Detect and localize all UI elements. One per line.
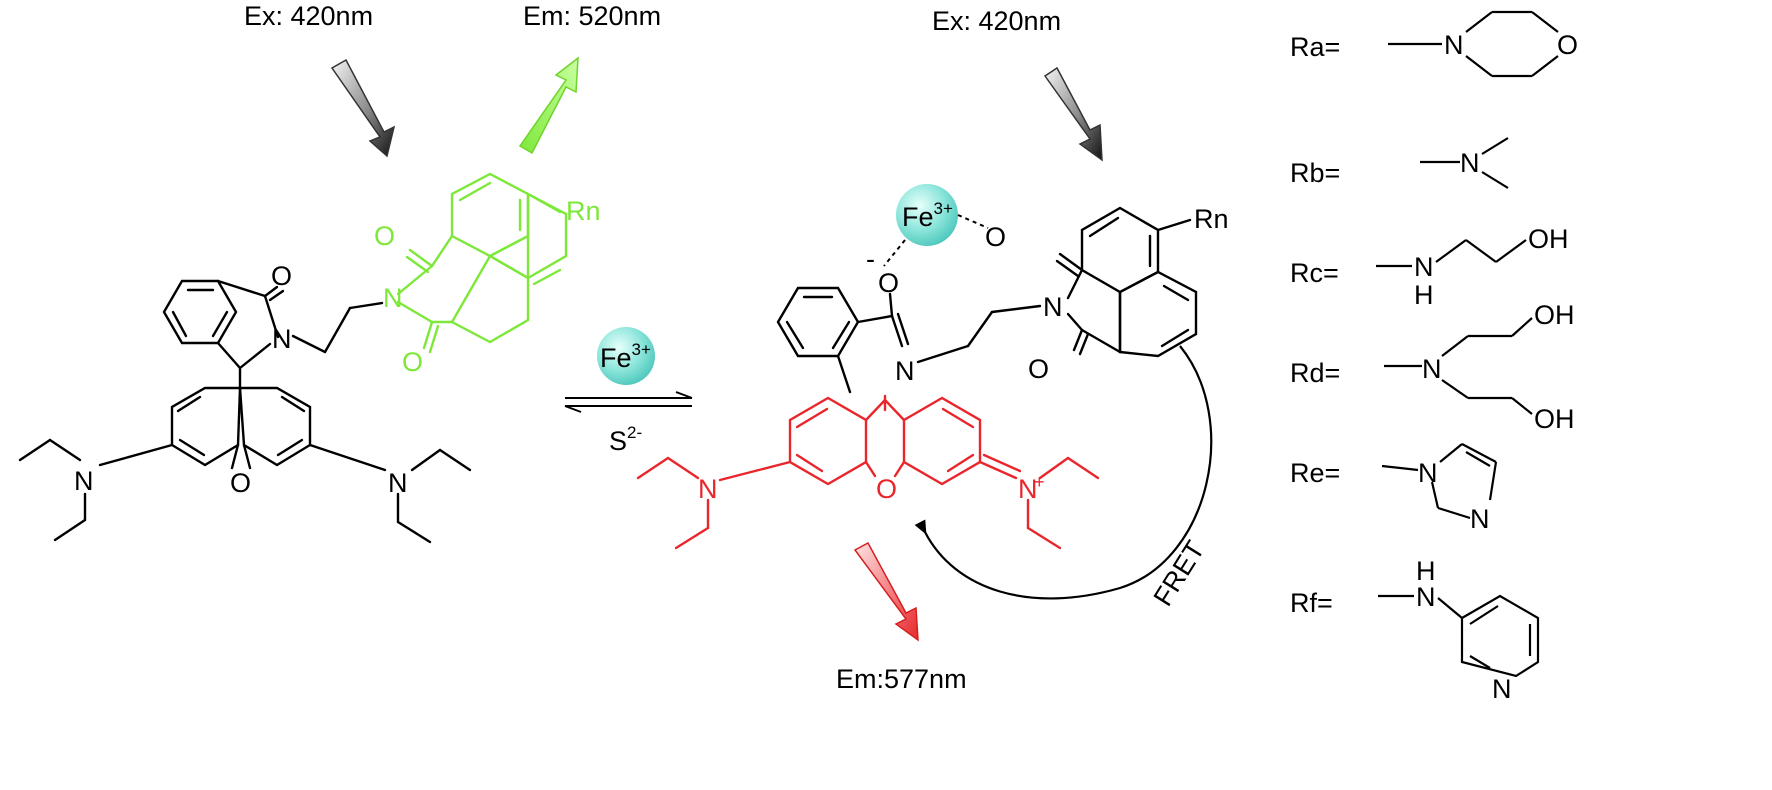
lactam-carbonyl-oxygen: O [271,261,292,291]
forward-reagent-symbol: Fe3+ [600,340,651,373]
naphthalimide-left [396,172,568,354]
naphthalimide-right-rn: Rn [1194,204,1229,234]
pyridinylamino-nitrogen: N [1416,582,1436,612]
dimethylamino-nitrogen: N [1460,148,1480,178]
bis-hydroxyethylamino-hydroxyl-lower: OH [1534,404,1575,434]
morpholino-oxygen: O [1557,30,1578,60]
bound-iron-ion: Fe3+ [896,184,958,246]
naphthalimide-left-upper-oxygen: O [374,221,395,251]
substituent-label-rf: Rf= [1290,588,1333,618]
naphthalimide-left-lower-oxygen: O [402,347,423,377]
imine-nitrogen: N [895,356,915,386]
spirolactam-probe [18,279,472,544]
imidazolyl-nitrogen-3: N [1470,504,1490,534]
naphthalimide-right-lower-oxygen: O [1028,354,1049,384]
iminium-charge: + [1034,472,1045,492]
substituent-label-re: Re= [1290,458,1340,488]
reverse-reagent: S2- [609,423,642,456]
lactam-nitrogen: N [272,324,292,354]
excitation-arrow-right [1043,66,1103,162]
morpholino-structure [1388,10,1559,78]
pyridinylamino-structure [1378,594,1540,678]
equilibrium-arrows [564,391,693,413]
excitation-label-right: Ex: 420nm [932,6,1061,36]
right-amine-nitrogen: N [388,468,408,498]
hydroxyethylamino-nitrogen: N [1414,252,1434,282]
emission-arrow-green [518,56,579,155]
forward-reagent-ion: Fe3+ [597,327,655,385]
naphthalimide-left-nitrogen: N [383,283,403,313]
bound-iron-symbol: Fe3+ [902,199,953,232]
opened-probe-black-part [776,206,1198,394]
naphthalimide-right-nitrogen: N [1043,292,1063,322]
pyridinylamino-hydrogen: H [1416,556,1436,586]
emission-label-left: Em: 520nm [523,1,661,31]
emission-arrow-red [853,541,919,642]
left-amine-nitrogen: N [74,466,94,496]
imidazolyl-structure [1381,443,1498,520]
bis-hydroxyethylamino-structure [1384,317,1533,415]
iminium-nitrogen: N [1018,474,1038,504]
opened-left-amine-nitrogen: N [698,474,718,504]
coordination-bonds [883,214,989,267]
pyridine-nitrogen: N [1492,674,1512,704]
fret-arrow [914,345,1213,600]
substituent-label-ra: Ra= [1290,32,1340,62]
amidate-oxygen: O [878,268,899,298]
substituent-label-rb: Rb= [1290,158,1340,188]
dimethylamino-structure [1420,137,1509,189]
opened-xanthene-oxygen: O [876,474,897,504]
substituent-label-rc: Rc= [1290,258,1339,288]
opened-xanthene-red [636,394,1100,550]
naphthalimide-right-upper-oxygen: O [985,222,1006,252]
hydroxyethylamino-hydrogen: H [1414,280,1434,310]
bis-hydroxyethylamino-nitrogen: N [1422,354,1442,384]
fret-label: FRET [1148,535,1211,611]
hydroxyethylamino-structure [1376,239,1527,268]
excitation-arrow-left [330,58,396,158]
amidate-oxygen-charge: - [866,244,875,274]
xanthene-oxygen: O [230,468,251,498]
bis-hydroxyethylamino-hydroxyl-upper: OH [1534,300,1575,330]
substituent-label-rd: Rd= [1290,358,1340,388]
hydroxyethylamino-hydroxyl: OH [1528,224,1569,254]
naphthalimide-left-rn: Rn [566,196,601,226]
morpholino-nitrogen: N [1444,30,1464,60]
emission-label-bottom: Em:577nm [836,664,967,694]
excitation-label-left: Ex: 420nm [244,1,373,31]
substituent-legend: Ra= Rb= Rc= Rd= Re= Rf= N O N [1290,10,1578,704]
imidazolyl-nitrogen-1: N [1418,458,1438,488]
